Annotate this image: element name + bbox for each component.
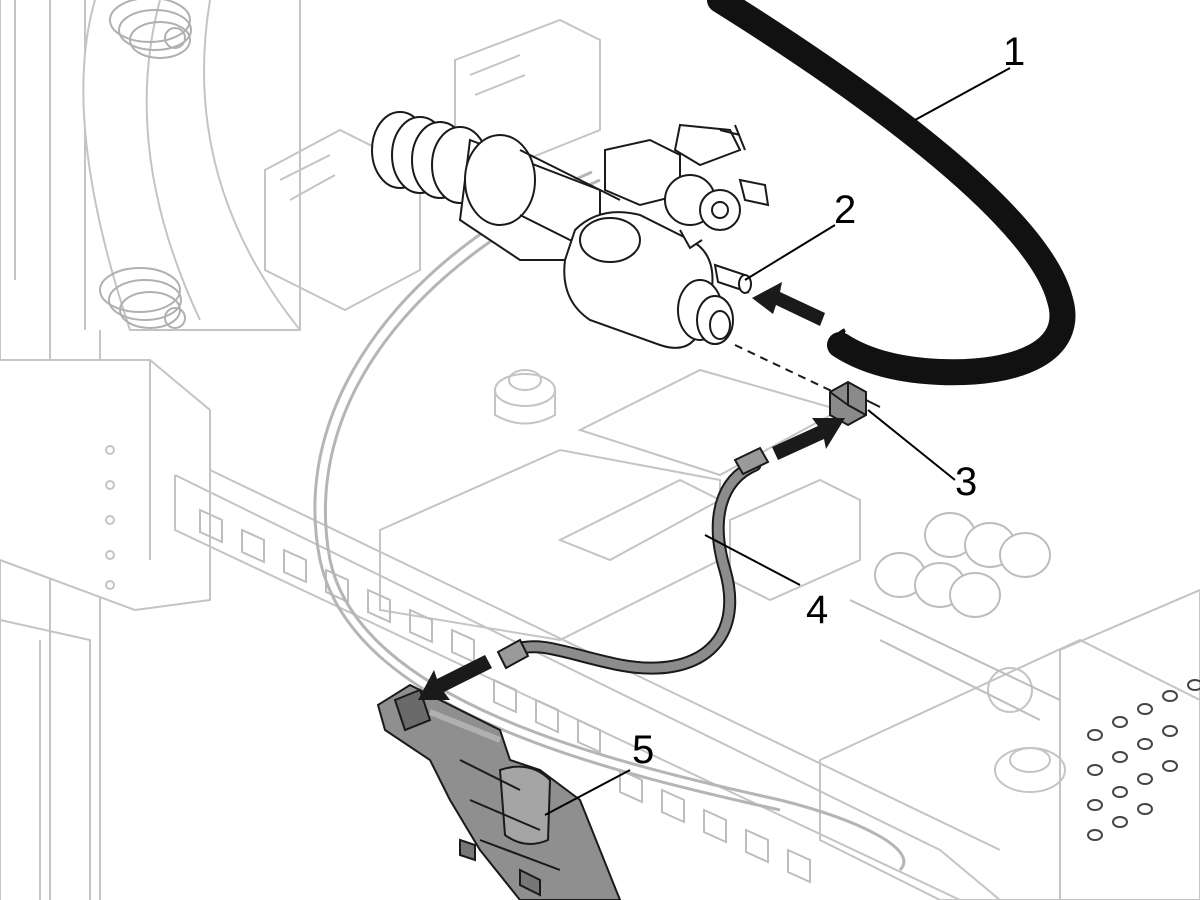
arrow-to-manifold-5: [418, 655, 492, 700]
connector-3: [829, 380, 881, 427]
spring-upper: [109, 0, 192, 59]
pump-assembly: [371, 111, 770, 349]
callout-1: 1: [1003, 30, 1026, 74]
alignment-dashed-line: [734, 344, 841, 396]
black-tubing: [707, 0, 1076, 386]
callout-4: 4: [806, 588, 829, 632]
arrow-to-nozzle-2: [752, 282, 825, 326]
arrow-to-connector-3: [772, 418, 845, 460]
spring-lower: [99, 267, 186, 329]
hose-4: [496, 446, 770, 675]
gray-tube: [313, 170, 906, 872]
callout-2: 2: [834, 188, 857, 232]
callout-5: 5: [632, 728, 655, 772]
leader-lines: [544, 67, 1011, 816]
callout-3: 3: [955, 460, 978, 504]
rail-perforations: [199, 508, 811, 884]
right-panel-holes: [1087, 679, 1200, 841]
capacitor-bank: [849, 512, 1061, 721]
